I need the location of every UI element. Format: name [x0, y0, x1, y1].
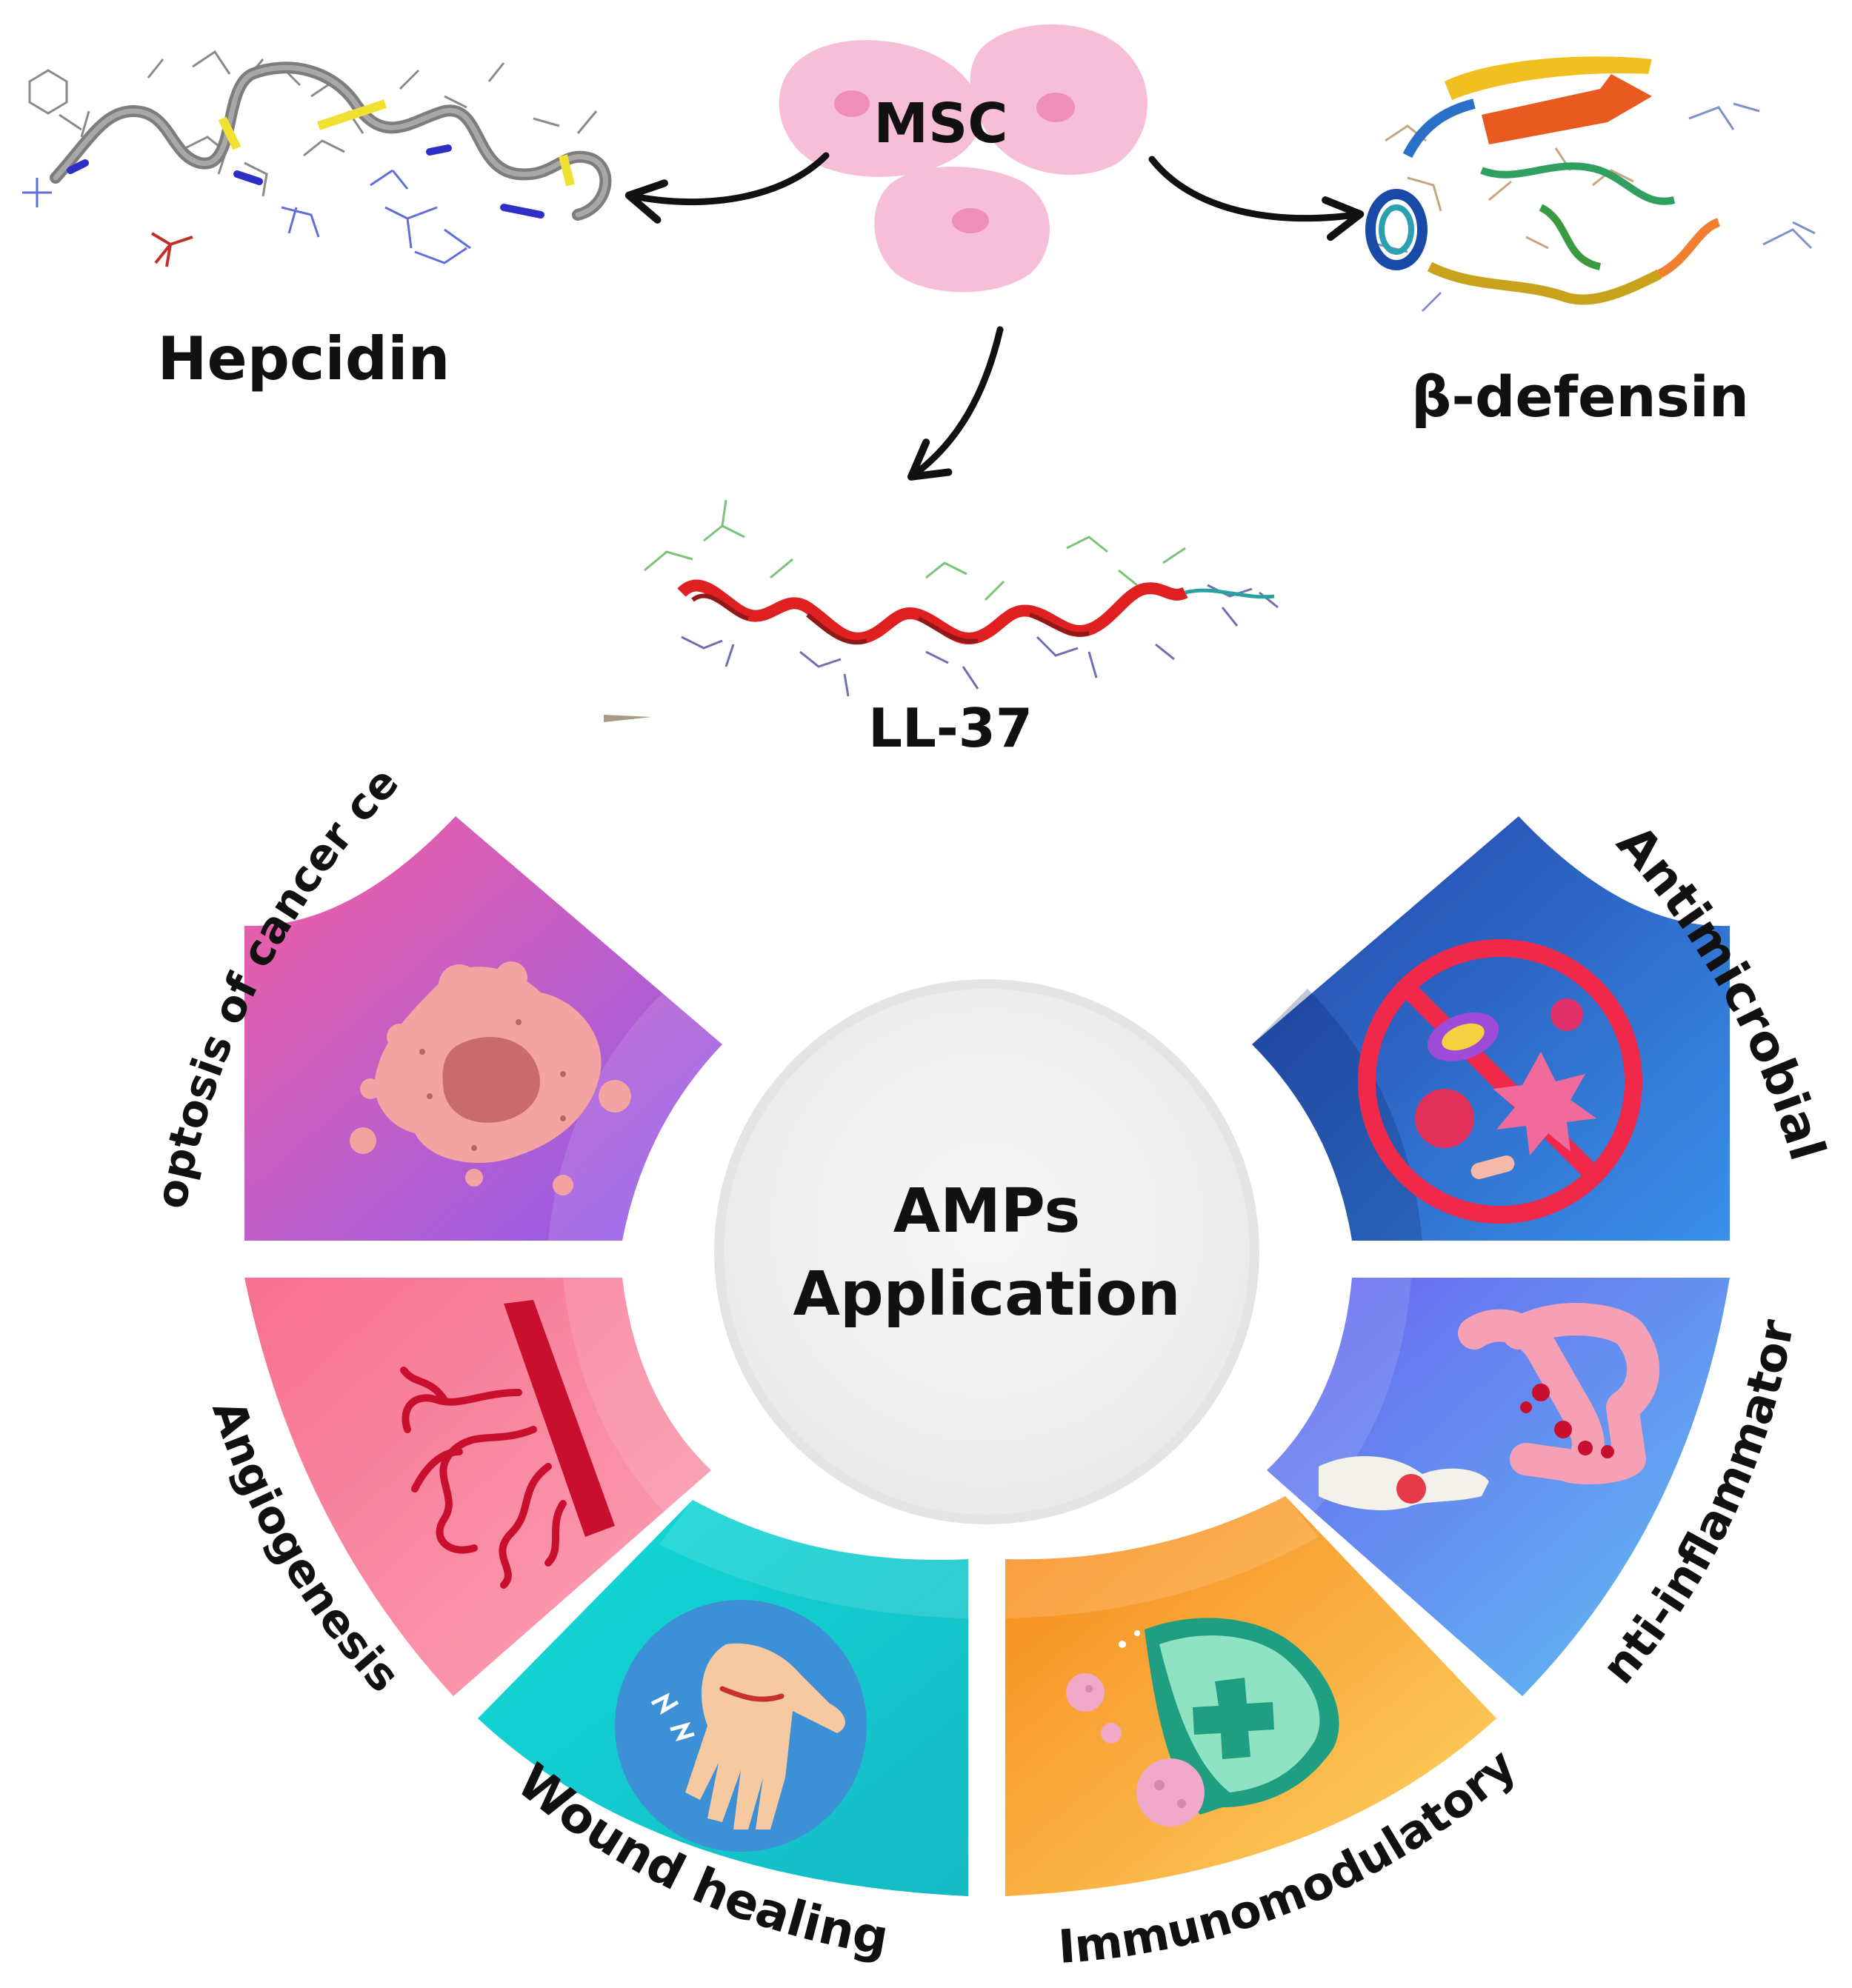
segment-antimicrobial[interactable] [1252, 816, 1730, 1241]
center-title-line2: Application [793, 1259, 1180, 1330]
msc-label: MSC [873, 92, 1007, 156]
msc-cell-left [779, 40, 982, 177]
msc-nucleus [952, 208, 989, 233]
segment-immunomodulatory[interactable] [1005, 1496, 1496, 1896]
segment-angiogenesis[interactable] [244, 1278, 711, 1696]
ll37-label: LL-37 [868, 697, 1033, 759]
blood-vessel-icon [400, 1300, 615, 1589]
msc-cells: MSC [779, 24, 1147, 293]
applications-ring [244, 816, 1730, 1896]
center-title-line1: AMPs [893, 1176, 1081, 1247]
no-microbes-icon [1358, 939, 1642, 1224]
arrow-to-ll37 [907, 326, 1004, 481]
beta-defensin-label: β-defensin [1411, 364, 1749, 430]
hepcidin-structure-icon: Hepcidin [22, 50, 612, 393]
center-hub: AMPs Application [694, 959, 1279, 1544]
beta-defensin-structure-icon: β-defensin [1365, 56, 1816, 430]
arrow-to-hepcidin [624, 152, 830, 224]
arrow-to-beta-defensin [1148, 156, 1365, 241]
segment-anti-inflammatory[interactable] [1267, 1278, 1730, 1696]
arrows [624, 152, 1365, 481]
msc-nucleus [1036, 93, 1075, 122]
inflamed-joint-icon [1319, 1303, 1660, 1511]
segment-wound-healing[interactable] [478, 1500, 968, 1896]
immune-shield-icon [1066, 1618, 1339, 1827]
wounded-hand-icon [615, 1600, 867, 1852]
cancer-cell-icon [350, 961, 631, 1195]
ll37-helix-icon: LL-37 [604, 499, 1279, 759]
hepcidin-label: Hepcidin [158, 324, 450, 393]
msc-nucleus [834, 90, 870, 117]
segment-apoptosis[interactable] [244, 816, 722, 1241]
